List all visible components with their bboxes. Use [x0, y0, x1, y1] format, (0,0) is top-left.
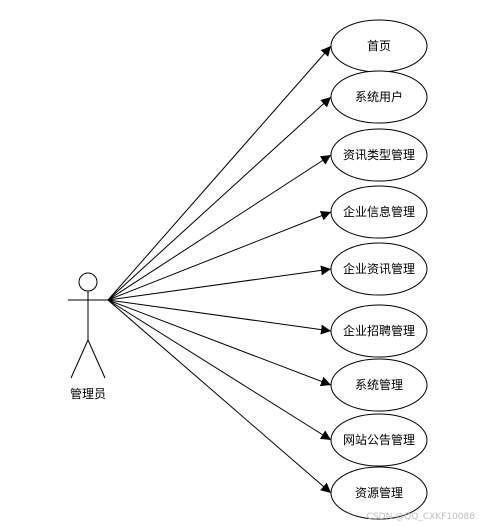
use-case-label: 企业资讯管理: [343, 261, 415, 276]
actor-left-leg: [70, 339, 89, 379]
association-arrow: [107, 265, 332, 301]
use-case-home: 首页: [330, 19, 428, 73]
use-case-label: 系统管理: [355, 377, 403, 392]
use-case-news-type-management: 资讯类型管理: [330, 128, 428, 182]
use-case-company-info-management: 企业信息管理: [330, 185, 428, 239]
watermark: CSDN @QQ_CXKF10088: [366, 512, 475, 522]
actor-admin: 管理员: [68, 272, 108, 401]
association-arrow: [107, 299, 332, 387]
use-case-label: 资源管理: [355, 485, 403, 500]
actor-head: [78, 272, 98, 292]
association-arrow: [107, 211, 332, 301]
association-arrow: [107, 299, 332, 494]
use-case-label: 首页: [367, 39, 391, 53]
use-case-system-users: 系统用户: [330, 70, 428, 124]
use-cases: 首页 系统用户 资讯类型管理 企业信息管理 企业资讯管理 企业招聘管理 系统管理: [330, 19, 428, 520]
use-case-label: 系统用户: [355, 89, 403, 104]
actor-right-leg: [87, 339, 106, 379]
association-arrow: [107, 45, 332, 301]
use-case-label: 企业信息管理: [343, 204, 415, 219]
use-case-label: 资讯类型管理: [343, 147, 415, 162]
association-arrow: [107, 299, 332, 335]
association-arrow: [107, 299, 332, 441]
use-case-label: 企业招聘管理: [343, 323, 415, 338]
use-case-resource-management: 资源管理: [330, 466, 428, 520]
use-case-label: 网站公告管理: [343, 432, 415, 447]
use-case-company-recruitment-management: 企业招聘管理: [330, 304, 428, 358]
association-arrow: [107, 154, 332, 301]
use-case-company-news-management: 企业资讯管理: [330, 242, 428, 296]
association-arrow: [107, 96, 332, 301]
use-case-site-announcement-management: 网站公告管理: [330, 413, 428, 467]
actor-label: 管理员: [70, 386, 106, 401]
associations: [107, 45, 332, 494]
use-case-system-management: 系统管理: [330, 358, 428, 412]
